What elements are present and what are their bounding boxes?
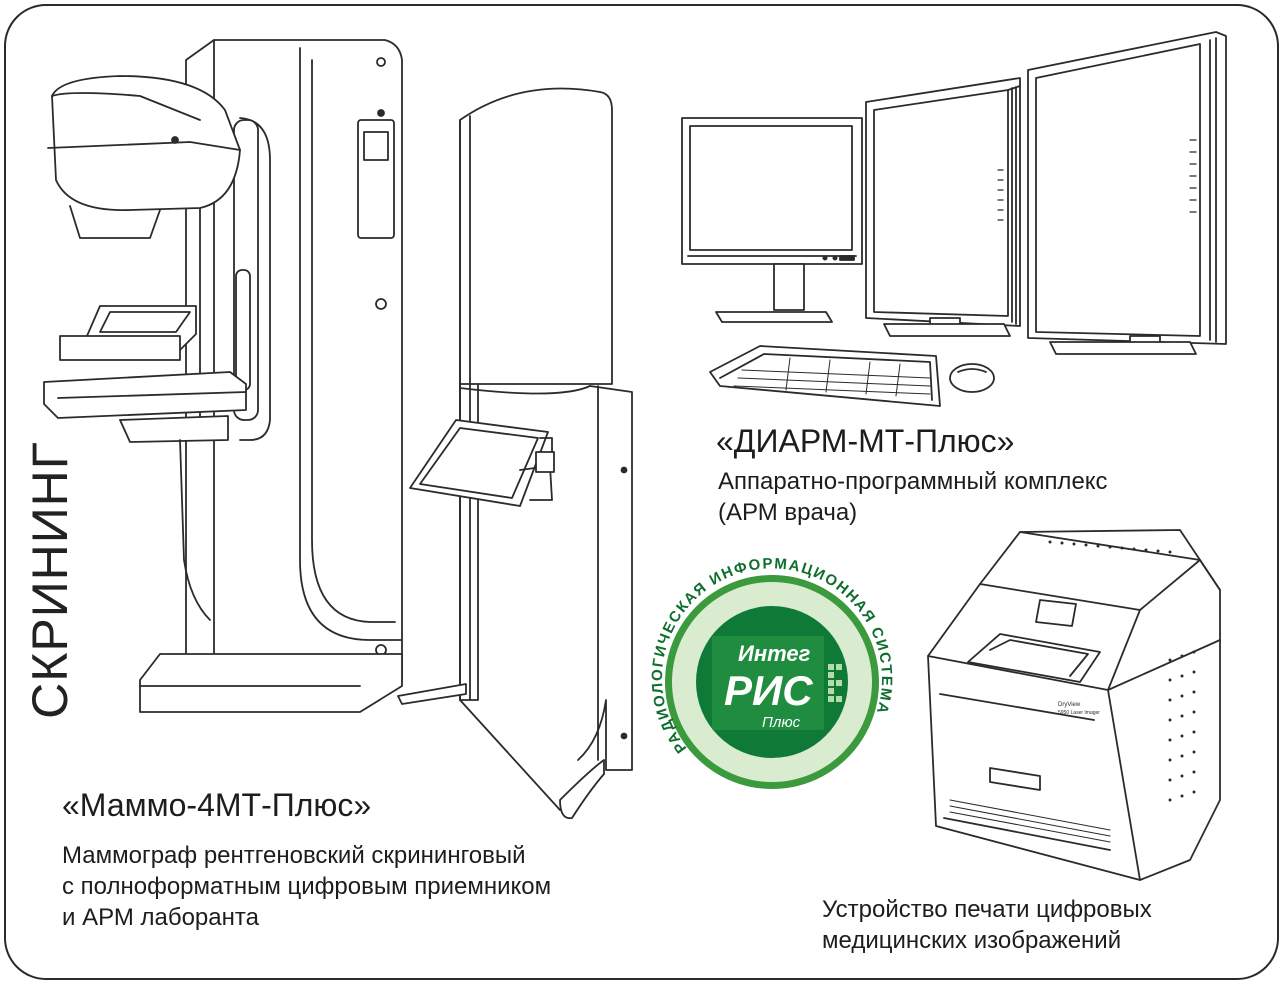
diarm-title: «ДИАРМ-МТ-Плюс» (716, 423, 1015, 459)
logo-word-plus: Плюс (762, 714, 801, 731)
diarm-desc-line: (АРМ врача) (718, 499, 858, 526)
printer-brand-label: DryView (1058, 702, 1081, 708)
mammo-desc-line: с полноформатным цифровым приемником (62, 873, 552, 900)
mammo-description: Маммограф рентгеновский скрининговый с п… (62, 840, 551, 933)
diarm-desc-line: Аппаратно-программный комплекс (718, 468, 1108, 495)
rounded-border-frame (4, 4, 1279, 980)
mammo-desc-line: Маммограф рентгеновский скрининговый (62, 842, 526, 869)
diarm-description: Аппаратно-программный комплекс (АРМ врач… (718, 466, 1108, 528)
logo-word-ris: РИС (724, 667, 813, 714)
printer-model-label: 5950 Laser Imager (1058, 710, 1100, 716)
printer-description: Устройство печати цифровых медицинских и… (822, 894, 1152, 956)
operator-stand-illustration (398, 89, 632, 819)
workstation-illustration (682, 32, 1226, 406)
printer-illustration (928, 530, 1220, 880)
printer-desc-line: медицинских изображений (822, 927, 1122, 954)
printer-desc-line: Устройство печати цифровых (822, 896, 1152, 923)
mammograph-illustration (44, 40, 402, 712)
logo-word-integ: Интег (738, 641, 811, 666)
mammo-desc-line: и АРМ лаборанта (62, 904, 259, 931)
mammo-title: «Маммо-4МТ-Плюс» (62, 787, 372, 823)
integris-logo: РАДИОЛОГИЧЕСКАЯ ИНФОРМАЦИОННАЯ СИСТЕМА И… (649, 555, 894, 789)
